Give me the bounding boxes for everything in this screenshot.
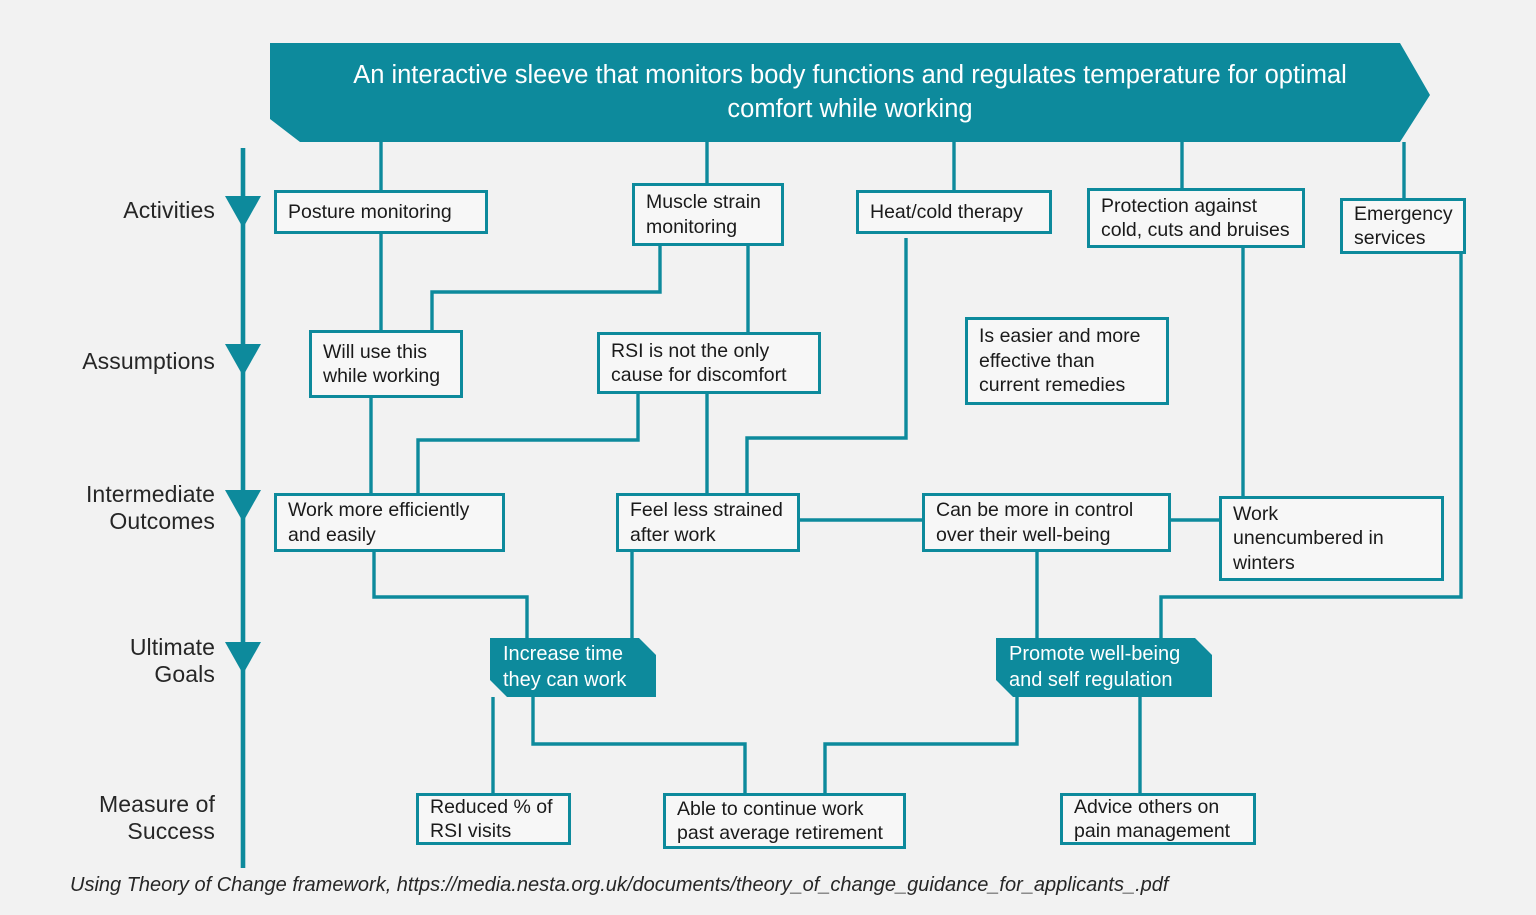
- node-rsi-not-only-cause[interactable]: RSI is not the only cause for discomfort: [597, 332, 821, 394]
- node-posture-monitoring[interactable]: Posture monitoring: [274, 190, 488, 234]
- diagram-title-banner: An interactive sleeve that monitors body…: [270, 43, 1430, 142]
- source-caption: Using Theory of Change framework, https:…: [70, 874, 1169, 896]
- row-label-measure-of-success: Measure of Success: [98, 791, 215, 845]
- node-muscle-strain-monitoring[interactable]: Muscle strain monitoring: [632, 183, 784, 246]
- node-emergency-services[interactable]: Emergency services: [1340, 198, 1466, 254]
- node-able-to-continue-work[interactable]: Able to continue work past average retir…: [663, 793, 906, 849]
- row-label-activities: Activities: [123, 197, 215, 223]
- row-label-ultimate-goals: Ultimate Goals: [129, 634, 215, 688]
- node-protection-against-cold[interactable]: Protection against cold, cuts and bruise…: [1087, 188, 1305, 248]
- row-label-assumptions: Assumptions: [82, 348, 215, 374]
- node-work-more-efficiently[interactable]: Work more efficiently and easily: [274, 493, 505, 552]
- row-label-intermediate-outcomes: Intermediate Outcomes: [85, 481, 215, 535]
- node-can-be-more-in-control[interactable]: Can be more in control over their well-b…: [922, 493, 1171, 552]
- node-heat-cold-therapy[interactable]: Heat/cold therapy: [856, 190, 1052, 234]
- stage-arrowheads: [225, 196, 261, 674]
- goal-increase-time-they-can-work[interactable]: Increase time they can work: [490, 638, 656, 697]
- goal-promote-well-being[interactable]: Promote well-being and self regulation: [996, 638, 1212, 697]
- node-advice-others-pain-management[interactable]: Advice others on pain management: [1060, 793, 1256, 845]
- node-work-unencumbered-in-winters[interactable]: Work unencumbered in winters: [1219, 496, 1444, 581]
- node-feel-less-strained[interactable]: Feel less strained after work: [616, 493, 800, 552]
- node-will-use-this-while-working[interactable]: Will use this while working: [309, 330, 463, 398]
- node-reduced-rsi-visits[interactable]: Reduced % of RSI visits: [416, 793, 571, 845]
- node-easier-more-effective[interactable]: Is easier and more effective than curren…: [965, 317, 1169, 405]
